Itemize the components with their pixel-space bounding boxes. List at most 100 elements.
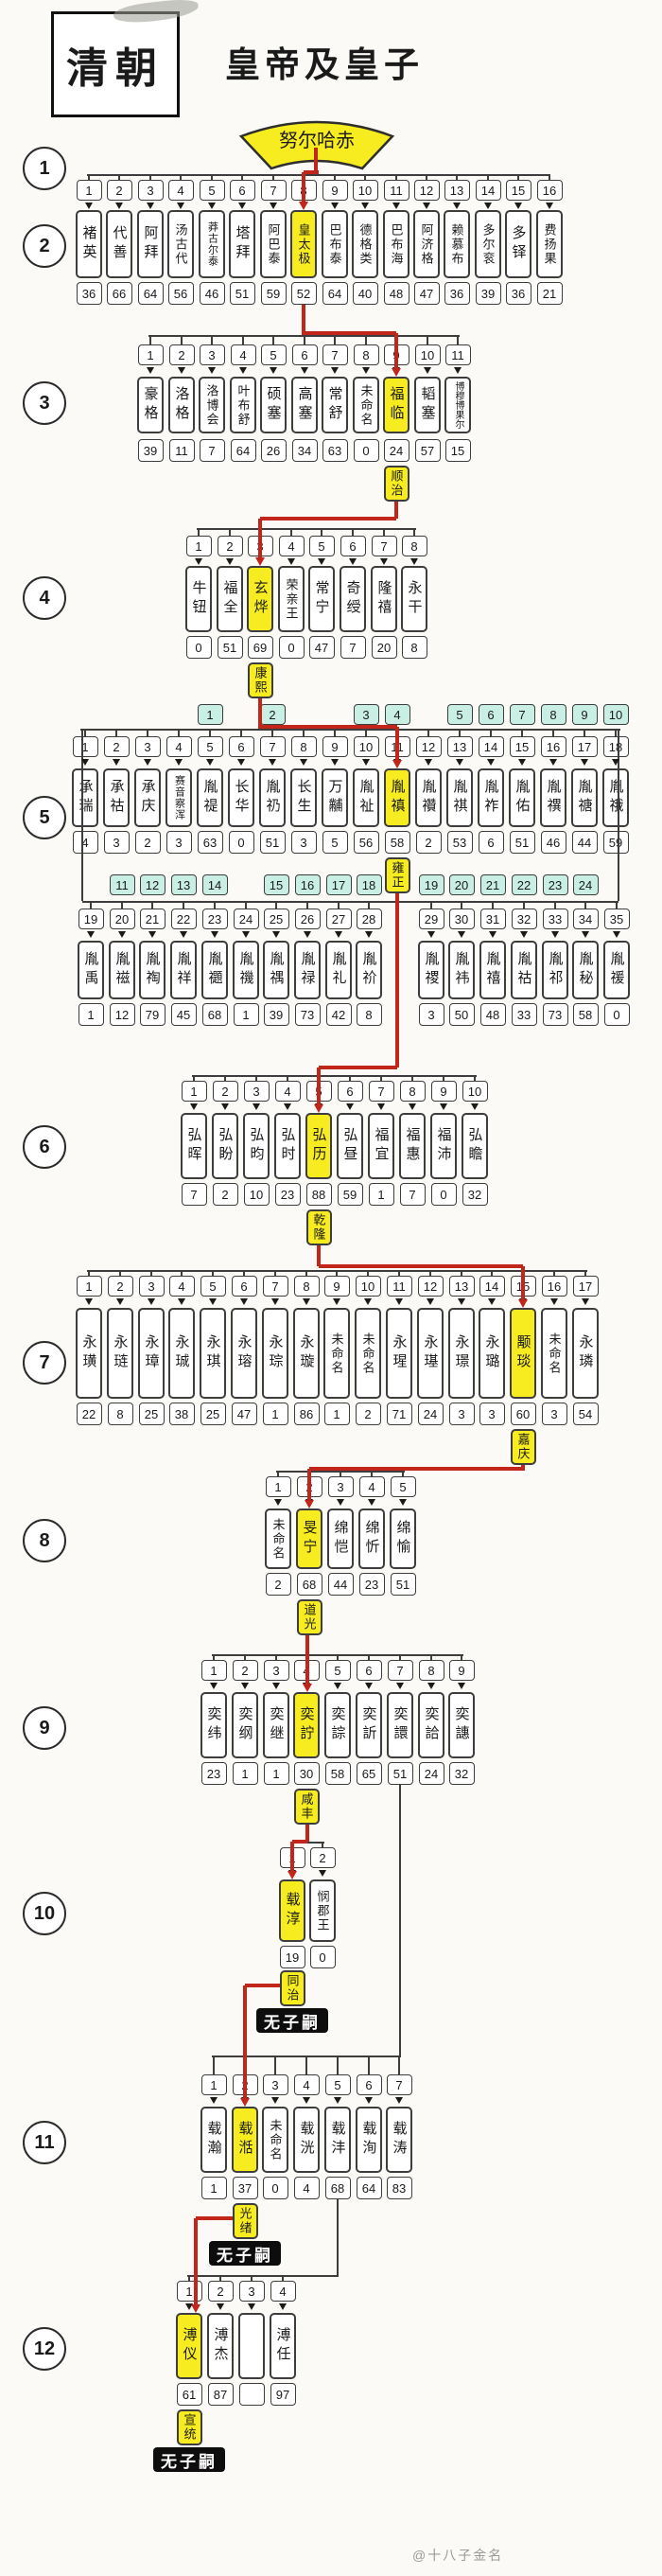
down-arrow-icon [239,1298,248,1305]
connector-line [214,901,216,909]
down-arrow-icon [302,2097,310,2104]
death-age-box: 39 [137,439,164,462]
down-arrow-icon [452,203,461,209]
death-age-box: 30 [293,1762,320,1785]
down-arrow-icon [395,1683,404,1689]
birth-order-box: 3 [134,736,161,757]
prince-name-box: 弘时 [274,1113,301,1179]
death-age-box: 64 [356,2177,382,2199]
death-age-box: 56 [167,282,194,305]
connector-line [197,528,416,530]
succession-line [292,1840,307,1844]
down-arrow-icon [379,558,388,565]
down-arrow-icon [517,759,526,766]
connector-line [88,174,90,180]
connector-line [211,335,213,344]
succession-line [521,1465,525,1471]
down-arrow-icon [146,203,154,209]
down-arrow-icon [300,367,308,374]
generation-circle: 7 [23,1341,66,1385]
birth-order-box: 5 [324,2074,351,2095]
death-age-box: 22 [76,1403,102,1425]
prince-name-box: 胤禟 [571,768,598,827]
connector-line [549,174,550,180]
prince-name-box: 奕訢 [356,1692,382,1758]
down-arrow-icon [318,1870,326,1877]
prince-name-box: 阿济格 [413,210,440,278]
emperor-name-box: 载湉 [232,2107,258,2173]
birth-order-box: 2 [309,1847,336,1868]
connector-line [251,2275,253,2281]
death-age-box: 25 [200,1403,226,1425]
connector-line [241,174,243,180]
down-arrow-icon [483,203,492,209]
succession-line [304,170,319,174]
prince-name-box: 胤禹 [78,941,104,999]
prince-name-box: 塔拜 [229,210,255,278]
birth-order-box: 21 [139,909,166,929]
down-arrow-icon [302,1298,310,1305]
prince-name-box: 牛钮 [185,566,212,632]
down-arrow-icon [269,203,277,209]
era-label: 顺治 [383,466,409,502]
prince-name-box: 高塞 [291,377,318,433]
prince-name-box: 弘瞻 [462,1113,488,1179]
down-arrow-icon [268,759,276,766]
official-order-box: 7 [509,704,535,725]
birth-order-box: 2 [232,1660,258,1681]
death-age-box: 56 [353,831,379,854]
connector-line [337,2199,339,2275]
prince-name-box: 未命名 [541,1308,567,1399]
death-age-box: 24 [417,1403,444,1425]
prince-name-box: 永琪 [200,1308,226,1399]
down-arrow-icon [398,1499,407,1506]
death-age-box: 2 [212,1183,238,1206]
connector-line [398,2056,400,2074]
connector-line [90,901,92,909]
death-age-box: 64 [322,282,348,305]
connector-line [149,174,151,180]
connector-line [209,729,211,736]
connector-line [365,729,367,736]
succession-arrow-icon [314,1104,323,1113]
emperor-name-box: 旻宁 [296,1509,322,1569]
birth-order-box: 26 [294,909,321,929]
death-age-box: 46 [199,282,225,305]
prince-name-box: 永璐 [479,1308,505,1399]
succession-line [395,893,399,1067]
birth-order-box: 22 [170,909,197,929]
prince-name-box: 载瀚 [200,2107,227,2173]
down-arrow-icon [209,2097,218,2104]
prince-name-box: 奕詥 [418,1692,444,1758]
succession-line [309,1467,523,1471]
prince-name-box: 弘晖 [181,1113,207,1179]
prince-name-box: 胤祜 [511,941,537,999]
death-age-box: 63 [322,439,348,462]
down-arrow-icon [550,931,559,938]
connector-line [240,729,242,736]
birth-order-box: 4 [230,344,256,365]
official-order-box: 20 [448,874,475,895]
prince-name-box: 胤祉 [353,768,379,827]
prince-name-box: 胤禑 [263,941,289,999]
death-age-box: 0 [430,1183,457,1206]
birth-order-box: 8 [293,1276,320,1297]
death-age-box: 3 [541,1403,567,1425]
birth-order-box: 3 [262,2074,288,2095]
prince-name-box: 绵愉 [390,1509,416,1569]
connector-line [243,1270,245,1276]
connector-line [616,901,618,909]
death-age-box: 2 [265,1573,291,1596]
down-arrow-icon [176,203,184,209]
death-age-box: 15 [444,439,471,462]
prince-name-box: 承瑞 [72,768,98,827]
connector-line [461,1654,462,1660]
succession-arrow-icon [240,2098,250,2107]
succession-line [305,1825,309,1842]
down-arrow-icon [334,931,342,938]
birth-order-box: 1 [137,344,164,365]
connector-line [287,1075,288,1081]
prince-name-box: 长生 [290,768,317,827]
connector-line [82,901,618,903]
prince-name-box: 永瑢 [231,1308,257,1399]
